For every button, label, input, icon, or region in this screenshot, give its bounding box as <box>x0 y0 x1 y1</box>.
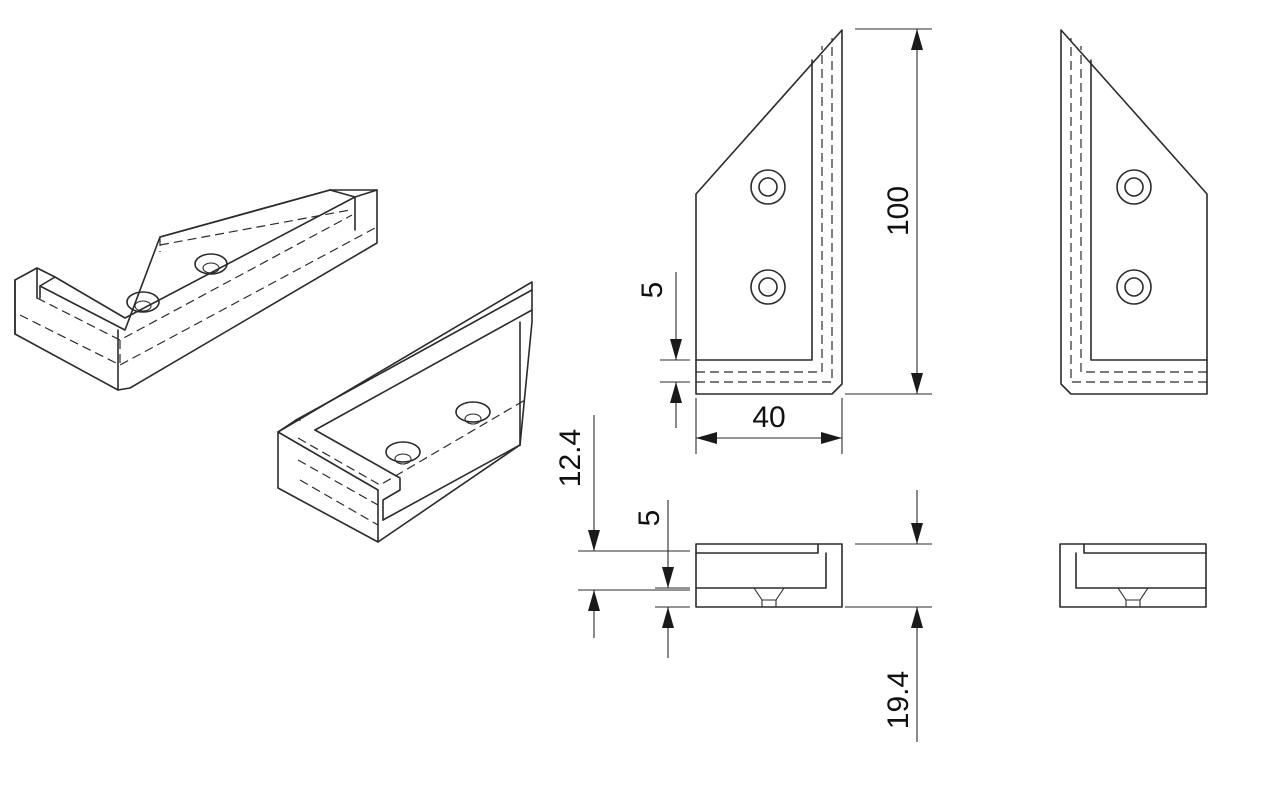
dim-label-40: 40 <box>752 401 785 434</box>
dim-label-5-front: 5 <box>636 282 669 299</box>
mirrored-bottom-section-view <box>1059 543 1207 608</box>
dimension-depth: 19.4 <box>845 490 932 742</box>
dim-label-100: 100 <box>882 186 915 236</box>
isometric-view-left <box>14 189 378 391</box>
dimension-total-width: 40 <box>695 398 843 454</box>
dimension-total-height: 100 <box>845 28 932 395</box>
dimension-side-offset: 12.4 <box>554 415 690 638</box>
dimension-wall-front: 5 <box>636 272 690 428</box>
isometric-view-right <box>277 281 533 543</box>
mirrored-front-view <box>1060 29 1208 395</box>
dimension-wall-side: 5 <box>633 500 690 658</box>
dim-label-12-4: 12.4 <box>554 429 587 487</box>
dim-label-19-4: 19.4 <box>882 671 915 729</box>
dim-label-5-side: 5 <box>633 510 666 527</box>
bottom-section-view <box>695 543 843 608</box>
front-view <box>695 29 843 395</box>
